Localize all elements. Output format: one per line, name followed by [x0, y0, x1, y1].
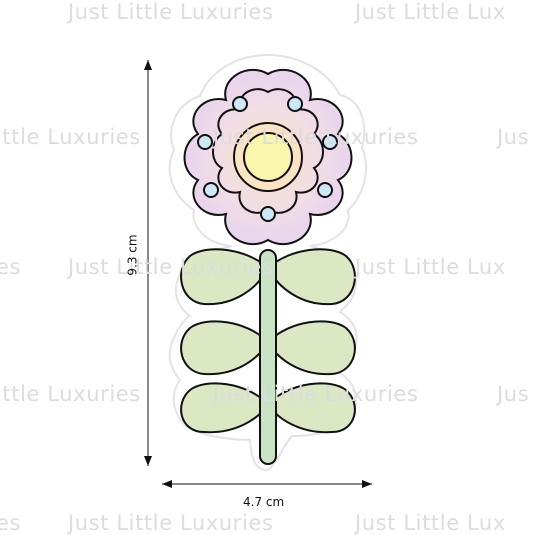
watermark: Just Little Lux	[355, 255, 506, 279]
watermark: Just Little Luxuries	[213, 382, 419, 406]
watermark: Jus	[497, 125, 530, 149]
width-label: 4.7 cm	[243, 495, 285, 509]
watermark: es	[0, 511, 22, 535]
watermark: Just Little Lux	[355, 511, 506, 535]
width-dimension	[162, 480, 372, 488]
leaf-mid-left	[180, 320, 270, 376]
flower-dots	[197, 96, 338, 222]
leaf-top-left	[180, 248, 270, 306]
stem	[259, 249, 277, 465]
dot	[232, 96, 248, 112]
leaves	[180, 248, 356, 434]
dot	[197, 134, 213, 150]
dot	[203, 182, 219, 198]
height-dimension	[144, 60, 152, 466]
watermark: Just Little Luxuries	[68, 0, 274, 24]
leaf-top-right	[266, 248, 356, 306]
watermark: Jus	[497, 382, 530, 406]
watermark: Just Little Luxuries	[68, 511, 274, 535]
dot	[317, 182, 333, 198]
flower	[183, 68, 353, 246]
watermark: Just Little Luxuries	[68, 255, 274, 279]
leaf-bot-left	[180, 382, 270, 434]
flower-center	[243, 132, 293, 182]
height-label: 9.3 cm	[125, 234, 140, 276]
leaf-mid-right	[266, 320, 356, 376]
watermark: Just Little Lux	[355, 0, 506, 24]
watermark: ittle Luxuries	[0, 382, 141, 406]
dot	[322, 134, 338, 150]
dot	[260, 206, 276, 222]
leaf-bot-right	[266, 382, 356, 434]
watermark: Just Little Luxuries	[213, 125, 419, 149]
watermark: ittle Luxuries	[0, 125, 141, 149]
dot	[287, 96, 303, 112]
watermark: es	[0, 255, 22, 279]
